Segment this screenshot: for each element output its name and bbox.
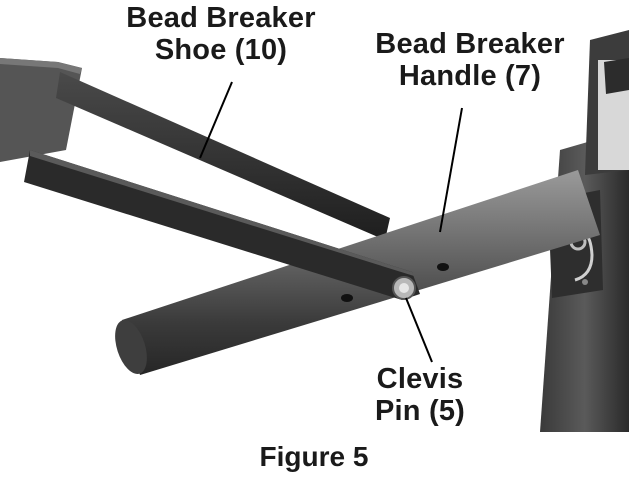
leader-line-clevis [405,297,433,363]
shoe-lower-arm [24,150,420,300]
clevis-pin [392,276,416,300]
label-clevis-line2: Pin (5) [374,395,465,427]
bead-breaker-photo [0,30,629,432]
label-shoe-line1: Bead Breaker [126,2,316,34]
label-handle-line2: Handle (7) [398,60,542,92]
label-handle-line1: Bead Breaker [375,28,565,60]
leader-line-handle [439,107,463,233]
label-clevis-pin: Clevis Pin (5) [345,363,495,427]
label-shoe-line2: Shoe (10) [154,34,288,66]
label-bead-breaker-shoe: Bead Breaker Shoe (10) [96,2,346,66]
leader-line-shoe [199,81,233,159]
label-clevis-line1: Clevis [376,363,464,395]
bead-breaker-shoe-plate [0,58,82,162]
figure-caption: Figure 5 [259,441,369,472]
label-bead-breaker-handle: Bead Breaker Handle (7) [345,28,595,92]
shoe-upper-arm [56,72,390,240]
